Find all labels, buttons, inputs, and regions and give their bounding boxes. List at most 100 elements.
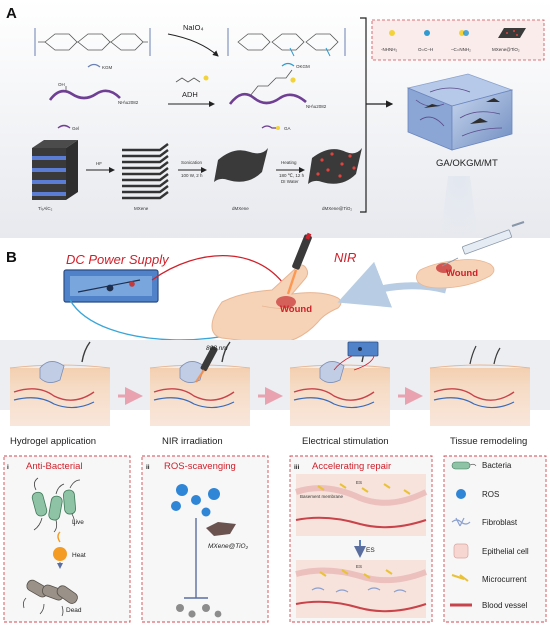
hf-label: HF [96,161,102,166]
red-wire [151,255,289,291]
legend-mxene: MXene@TiO₂ [492,47,520,52]
heat-label: Heat [72,552,86,559]
fibroblast-icon [451,517,471,527]
legend-fibroblast: Fibroblast [482,518,518,527]
mxene-tio2-icon [498,28,526,38]
heating-condition-2: DI Water [281,179,299,184]
wound-label-1: Wound [280,304,312,315]
adh-label: ADH [182,90,198,99]
okgm-label: OKGM [296,64,310,69]
gel-label: Gel [72,126,79,131]
panel-b-letter: B [6,249,17,266]
legend-blood-vessel: Blood vessel [482,601,528,610]
ros-particles [171,484,220,517]
ga-label: GA [284,126,291,131]
inhibition-line [184,518,208,599]
dead-label: Dead [66,607,82,614]
subpanel-accelerating-repair: iii Accelerating repair ES Basement memb… [289,455,433,623]
step-label-nir: NIR irradiation [162,436,223,447]
legend-epithelial: Epithelial cell [482,547,529,556]
dc-power-label: DC Power Supply [66,252,170,267]
subpanel-ii-title: ROS-scavenging [164,461,236,472]
subpanel-iii-title: Accelerating repair [312,461,391,472]
nhnh2-icon [389,30,395,36]
beam-effect [440,176,478,240]
step-label-remodeling: Tissue remodeling [450,436,527,447]
skin-stage-hydrogel [9,341,111,426]
hydrogel-label: GA/OKGM/MT [436,158,498,169]
dc-power-supply [63,269,159,303]
ti3alc2-label: Ti₃AlC₂ [38,206,53,211]
naio4-arrow [167,33,219,57]
legend-ros: ROS [482,490,499,499]
nir-label: NIR [334,250,356,265]
heating-condition-1: 180 ℃, 12 h [279,173,305,178]
subpanel-i-title: Anti-Bacterial [26,461,83,472]
skin-stage-remodeling [429,345,531,426]
subpanel-iii-number: iii [294,464,300,471]
adh-molecule [175,75,209,83]
skin-stage-nir [149,341,251,426]
kgm-label: KGM [102,65,113,70]
sonication-condition: 100 W, 2 h [181,173,203,178]
bracket-connector [360,17,392,213]
live-bacteria [31,477,81,533]
aldehyde-icon [424,30,430,36]
legend-microcurrent: Microcurrent [482,575,527,584]
wavelength-label: 808 nm [206,345,228,352]
mxene-tio2-subpanel-label: MXene@TiO₂ [208,543,249,550]
dmxene-sheet [214,148,268,182]
es-label-bottom: ES [356,564,362,569]
mxene-stack [122,143,169,200]
dmxene-tio2-label: dMXene@TiO₂ [322,206,352,211]
mxene-label: MXene [134,206,149,211]
svg-text:NH\u2082: NH\u2082 [118,100,139,105]
subpanel-anti-bacterial: i Anti-Bacterial Live Heat Dead [3,455,131,623]
svg-text:OH: OH [58,82,65,87]
application-arrow [337,261,447,308]
legend-aldehyde: O=C–H [418,47,433,52]
legend-nhnh2: -NHNH₂ [381,47,397,52]
sonication-label: Sonication [181,160,203,165]
heat-icon [53,547,67,561]
panel-a-letter: A [6,5,17,22]
okgm-structure: OKGM [227,28,346,69]
svg-text:NH\u2082: NH\u2082 [306,104,327,109]
microcurrent-icon [451,574,469,582]
nir-laser [286,232,312,295]
dmxene-tio2-sheet [308,148,362,184]
basement-membrane-label: Basement membrane [300,494,344,499]
kgm-structure: KGM [34,28,151,70]
legend-hydrazone: –C=NNH₂ [451,47,471,52]
bacteria-icon [451,461,471,470]
ros-icon [456,489,466,499]
dmxene-label: dMXene [232,206,249,211]
injection-hand [416,259,495,289]
bond-legend-box: -NHNH₂ O=C–H –C=NNH₂ MXene@TiO₂ [371,19,545,61]
ga-structure: NH\u2082 GA [228,69,327,131]
legend-bacteria: Bacteria [482,461,512,470]
treated-hand [211,264,342,345]
wound-label-2: Wound [446,268,478,279]
neutralized-ros [176,604,222,618]
wound-mark [276,296,296,308]
mxene-flake [206,522,236,536]
naio4-label: NaIO₄ [183,23,204,32]
live-label: Live [72,519,84,526]
dead-bacteria [22,579,78,617]
syringe [441,221,525,267]
gel-structure: OH NH\u2082 Gel [48,82,139,131]
es-arrow-label: ES [366,547,375,554]
hydrogel-cube [406,73,514,151]
cell-legend-panel: Bacteria ROS Fibroblast Epithelial cell … [443,455,547,623]
subpanel-ros-scavenging: ii ROS-scavenging MXene@TiO₂ [141,455,269,623]
heating-label: Heating [281,160,297,165]
step-label-electrical: Electrical stimulation [302,436,389,447]
subpanel-i-number: i [7,464,9,471]
ti3alc2-block [32,140,78,200]
skin-stage-electrical [289,341,391,426]
epithelial-cell-icon [453,543,469,559]
es-label-top: ES [356,480,362,485]
subpanel-ii-number: ii [146,464,150,471]
